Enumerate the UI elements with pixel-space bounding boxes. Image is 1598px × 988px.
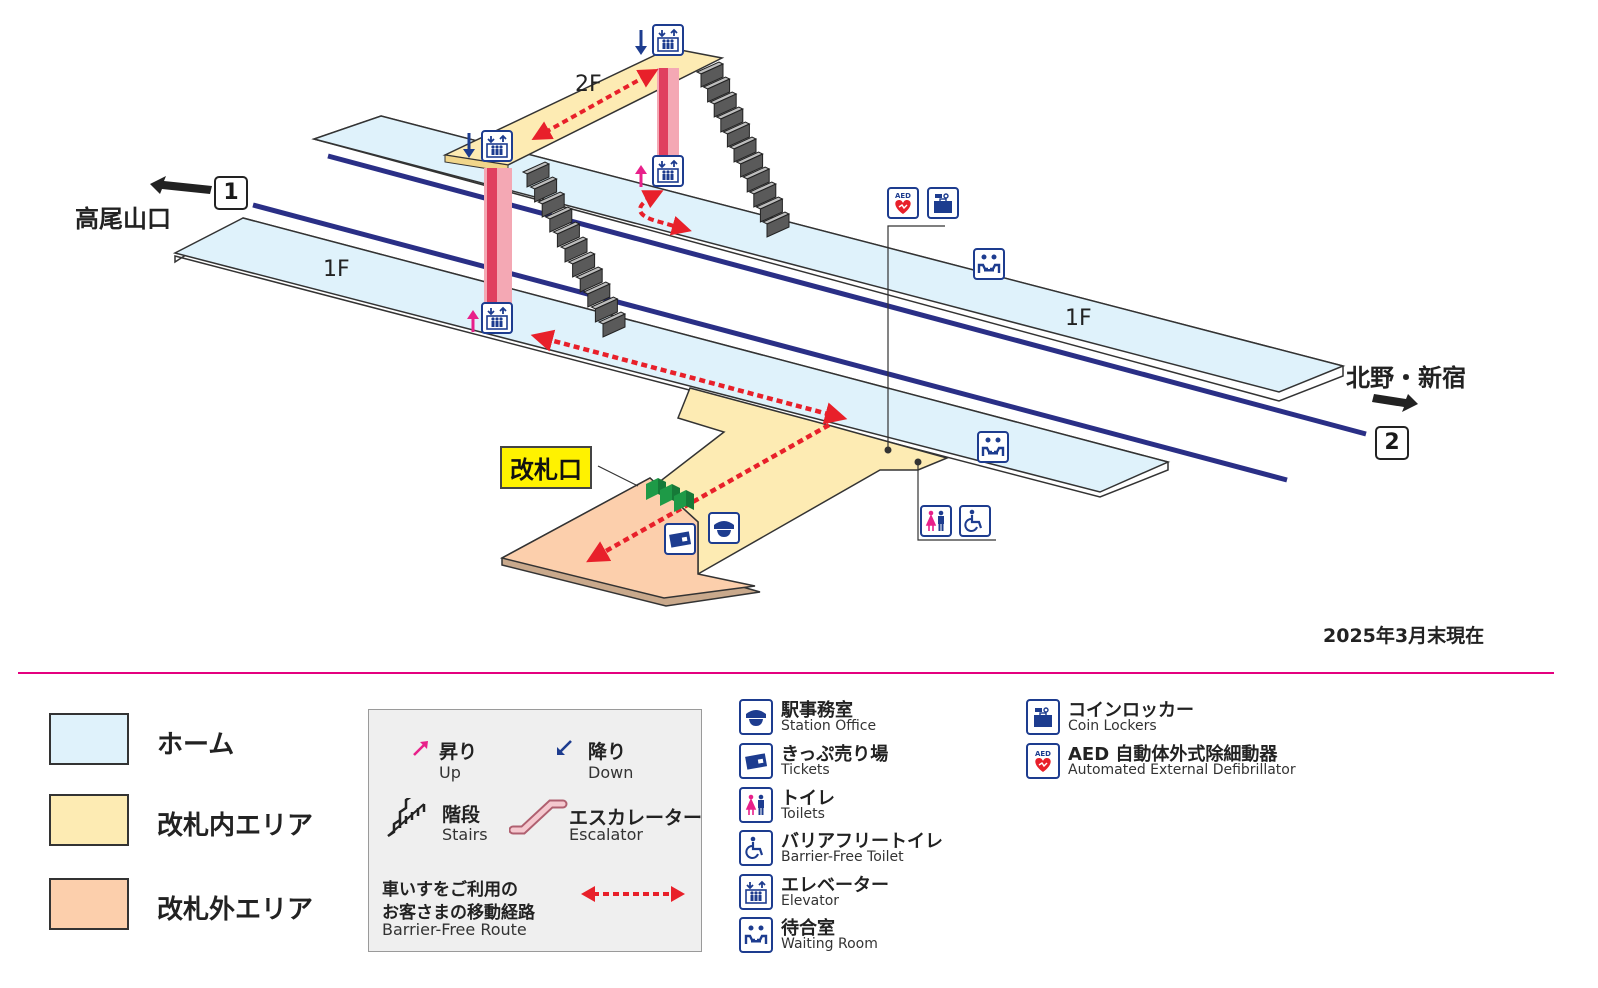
- waiting-room-icon[interactable]: [977, 431, 1009, 463]
- track-number-2: 2: [1375, 426, 1409, 460]
- facility-label: バリアフリートイレ: [781, 831, 943, 852]
- date-note: 2025年3月末現在: [1323, 625, 1485, 647]
- up-arrow-icon-back: [635, 165, 647, 187]
- route-front-platform: [530, 329, 848, 425]
- track-number-1: 1: [214, 176, 248, 210]
- arrow-right-icon: [1372, 394, 1418, 412]
- up-arrow-icon-front: [467, 310, 479, 332]
- platform-back: [311, 115, 1346, 402]
- leader-toilet: [917, 462, 996, 541]
- route-2f: [531, 69, 659, 140]
- facility-label-en: Coin Lockers: [1068, 718, 1157, 734]
- ticket-gates: [646, 478, 694, 512]
- station-office-icon: [739, 699, 773, 735]
- wheelchair-icon[interactable]: [959, 505, 991, 537]
- escalator-icon: [509, 799, 568, 835]
- route-legend-panel: 昇り Up 降り Down 階段 Stairs エスカレーター Escalato…: [368, 709, 702, 952]
- facility-label-en: Automated External Defibrillator: [1068, 762, 1296, 778]
- facility-label: コインロッカー: [1068, 700, 1194, 721]
- legend-route-label-line2: お客さまの移動経路: [382, 903, 535, 923]
- stairs-back: [695, 61, 791, 238]
- tickets-icon: [739, 743, 773, 779]
- elevator-icon[interactable]: [481, 302, 513, 334]
- down-arrow-icon-2f-top: [635, 30, 647, 55]
- facility-label: きっぷ売り場: [781, 744, 889, 765]
- floor-label-1f-front: 1F: [323, 257, 350, 282]
- arrow-left-icon: [150, 176, 212, 194]
- facility-label: AED 自動体外式除細動器: [1068, 744, 1278, 765]
- ticket-gate-label: 改札口: [500, 446, 592, 489]
- leader-aed: [887, 225, 945, 450]
- barrier-free-route-icon: [581, 886, 685, 902]
- stairs-icon: [387, 798, 426, 838]
- legend-label-platform: ホーム: [157, 730, 235, 760]
- legend-down-label: 降り: [588, 741, 627, 763]
- legend-up-label: 昇り: [439, 741, 478, 763]
- floor-label-1f-back: 1F: [1065, 306, 1092, 331]
- down-arrow-icon: [557, 740, 572, 755]
- legend-label-paid-area: 改札内エリア: [157, 811, 314, 841]
- down-arrow-icon-2f-left: [463, 133, 475, 158]
- direction-label-right: 北野・新宿: [1346, 364, 1466, 392]
- aed-icon: AED: [1026, 743, 1060, 779]
- direction-label-left: 高尾山口: [75, 205, 171, 233]
- waiting-room-icon[interactable]: [973, 248, 1005, 280]
- facility-label-en: Tickets: [781, 762, 830, 778]
- facility-label-en: Station Office: [781, 718, 877, 734]
- legend-down-label-en: Down: [588, 763, 634, 782]
- elevator-shaft-back: [657, 68, 679, 162]
- legend-stairs-label-en: Stairs: [442, 825, 488, 844]
- facility-label-en: Toilets: [781, 806, 825, 822]
- facility-label-en: Waiting Room: [781, 936, 878, 952]
- up-arrow-icon: [413, 741, 428, 756]
- coin-locker-icon[interactable]: [927, 187, 959, 219]
- svg-text:AED: AED: [1035, 750, 1051, 758]
- facility-label-en: Elevator: [781, 893, 840, 909]
- station-office-icon[interactable]: [708, 512, 740, 544]
- facility-label-en: Barrier-Free Toilet: [781, 849, 904, 865]
- facility-label: トイレ: [781, 788, 835, 809]
- coin-locker-icon: [1026, 699, 1060, 735]
- legend-route-label-line1: 車いすをご利用の: [382, 880, 518, 900]
- elevator-icon[interactable]: [652, 155, 684, 187]
- legend-up-label-en: Up: [439, 763, 461, 782]
- facility-label: 待合室: [781, 918, 835, 939]
- elevator-icon[interactable]: [652, 24, 684, 56]
- legend-swatch-platform: [49, 713, 129, 765]
- elevator-shaft-front: [484, 168, 512, 310]
- legend-escalator-label: エスカレーター: [569, 807, 703, 829]
- legend-escalator-label-en: Escalator: [569, 825, 643, 844]
- route-back-platform: [638, 190, 692, 236]
- waiting-room-icon: [739, 917, 773, 953]
- aed-icon[interactable]: AED: [887, 187, 919, 219]
- toilet-icon[interactable]: [920, 505, 952, 537]
- facility-label: エレベーター: [781, 875, 889, 896]
- floor-label-2f: 2F: [575, 72, 602, 97]
- legend-swatch-paid-area: [49, 794, 129, 846]
- legend-stairs-label: 階段: [442, 804, 481, 826]
- toilet-icon: [739, 787, 773, 823]
- legend-route-label-en: Barrier-Free Route: [382, 920, 527, 939]
- legend-divider: [18, 672, 1554, 674]
- route-concourse: [586, 423, 831, 563]
- tickets-icon[interactable]: [664, 523, 696, 555]
- svg-text:AED: AED: [895, 192, 911, 200]
- leader-gate: [597, 465, 639, 487]
- legend-label-unpaid-area: 改札外エリア: [157, 895, 314, 925]
- legend-swatch-unpaid-area: [49, 878, 129, 930]
- wheelchair-icon: [739, 830, 773, 866]
- elevator-icon: [739, 874, 773, 910]
- facility-label: 駅事務室: [781, 700, 853, 721]
- elevator-icon[interactable]: [481, 130, 513, 162]
